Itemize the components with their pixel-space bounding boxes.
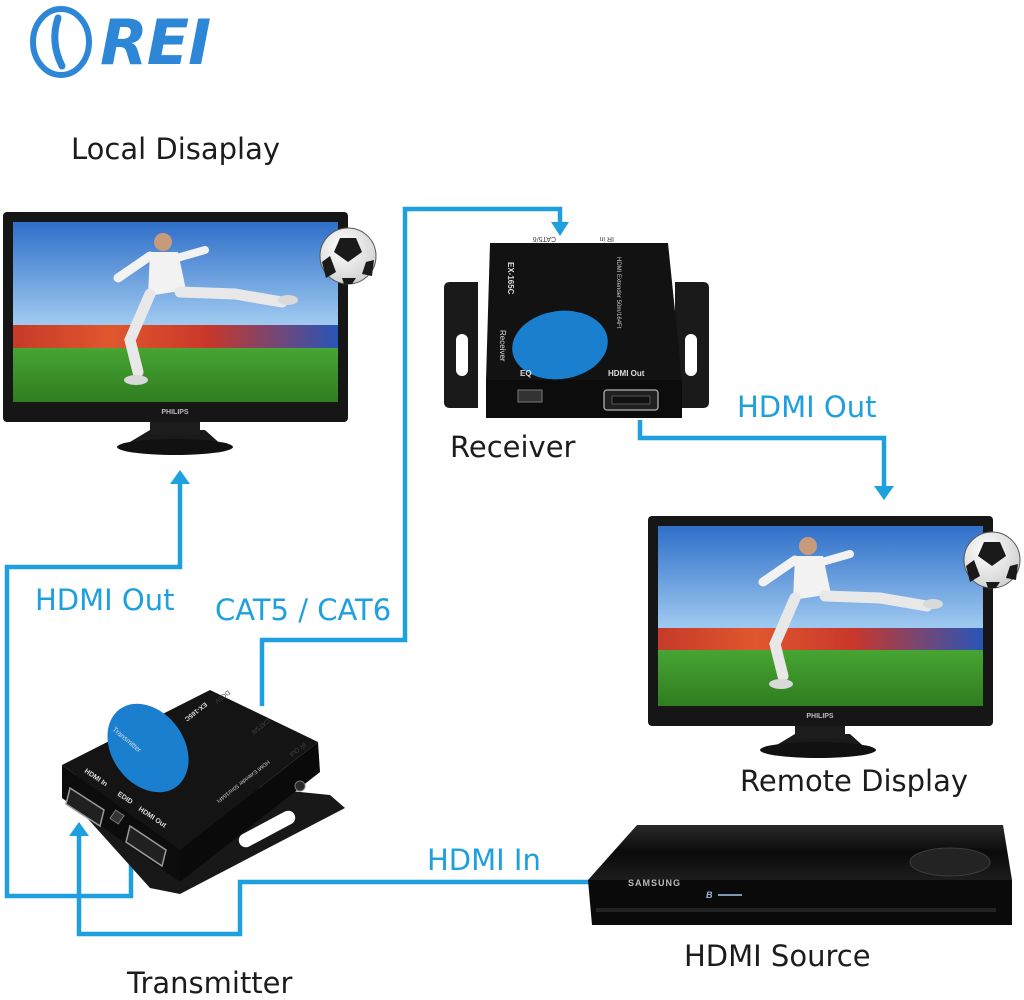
local-display-label: Local Disaplay [71, 132, 281, 166]
arrow-down-icon [551, 222, 569, 236]
remote-display-monitor: PHILIPS [648, 516, 1021, 758]
brand-wordmark: REI [100, 6, 211, 79]
hdmi-port-icon [125, 824, 167, 868]
arrow-up-icon [69, 822, 89, 836]
remote-display-label: Remote Display [740, 764, 969, 798]
arrow-down-icon [874, 486, 894, 500]
cat-cable-label: CAT5 / CAT6 [215, 593, 392, 627]
hdmi-out-top-line [637, 420, 887, 490]
soccer-ball-icon [963, 531, 1021, 589]
hdmi-port-icon [65, 786, 105, 828]
local-display-monitor: PHILIPS [3, 212, 377, 455]
hdmi-source-player: SAMSUNG B [588, 825, 1012, 925]
hdmi-source-label: HDMI Source [684, 939, 871, 973]
receiver-top-port-ir: IR in [600, 235, 615, 242]
connector-lines [4, 206, 887, 937]
receiver-top-port-cat: CAT5/6 [533, 235, 556, 242]
receiver-model: EX-165C [506, 262, 515, 295]
logo-stroke-icon [51, 14, 66, 70]
player-figure [758, 537, 943, 689]
mounting-slot [456, 334, 468, 376]
cat-cable-line [259, 206, 563, 706]
bluray-logo-icon: B [706, 890, 742, 900]
brand-logo [30, 6, 92, 78]
soccer-ball-icon [319, 227, 377, 285]
ir-jack-icon [294, 780, 306, 792]
receiver-device: Receiver EX-165C HDMI Extender 50m/164Ft… [444, 235, 709, 418]
edid-switch-icon [109, 809, 125, 825]
receiver-label: Receiver [450, 430, 576, 464]
receiver-subtitle: HDMI Extender 50m/164Ft [615, 257, 621, 329]
hdmi-out-left-label: HDMI Out [35, 583, 175, 617]
arrow-up-icon [170, 470, 190, 484]
monitor-brand-label: PHILIPS [161, 409, 189, 416]
player-brand-label: SAMSUNG [628, 878, 681, 888]
hdmi-out-left-line [4, 478, 183, 899]
mounting-slot [685, 334, 697, 376]
transmitter-label: Transmitter [127, 966, 293, 1000]
hdmi-out-top-label: HDMI Out [737, 390, 877, 424]
device-blue-badge [107, 703, 189, 793]
receiver-badge-text: Receiver [498, 330, 507, 362]
hdmi-in-label: HDMI In [427, 843, 541, 877]
svg-text:B: B [706, 890, 713, 900]
player-dial-icon [909, 847, 991, 877]
eq-switch-icon [517, 389, 543, 403]
arrowheads [69, 222, 894, 836]
player-figure [113, 233, 298, 385]
receiver-port-eq: EQ [520, 369, 532, 378]
logo-ring-icon [30, 6, 92, 78]
mounting-slot [238, 810, 296, 848]
receiver-port-hdmi-out: HDMI Out [608, 369, 645, 378]
transmitter-device: Transmitter EX-165C HDMI Extender 50m/16… [62, 688, 345, 894]
monitor-brand-label: PHILIPS [806, 713, 834, 720]
device-blue-badge [512, 310, 608, 380]
hdmi-in-line [76, 832, 590, 937]
